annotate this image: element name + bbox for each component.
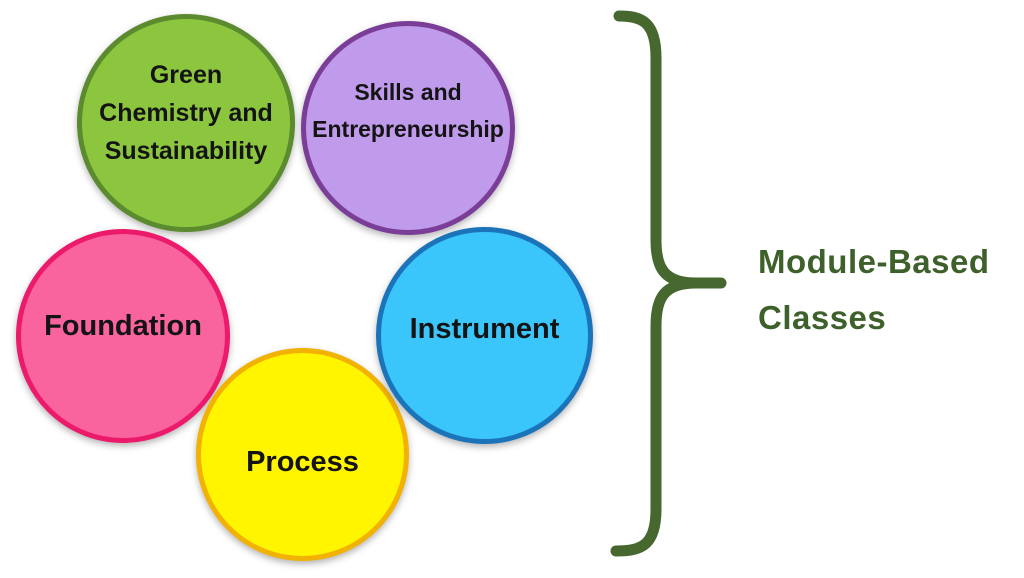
curly-brace-icon xyxy=(610,10,727,557)
circle-label: Green Chemistry and Sustainability xyxy=(99,56,273,170)
circle-label-line: Instrument xyxy=(409,313,560,345)
circle-label-line: Sustainability xyxy=(104,137,268,165)
circle-skills-and-entrepreneurship: Skills and Entrepreneurship xyxy=(301,21,515,235)
circle-foundation: Foundation xyxy=(16,229,230,443)
circle-instrument: Instrument xyxy=(376,227,593,444)
circle-label-line: Chemistry and xyxy=(99,99,273,127)
circle-label: Process xyxy=(246,446,359,479)
circle-process: Process xyxy=(196,348,409,561)
brace-label-line: Module-Based xyxy=(758,243,990,280)
brace-label-line: Classes xyxy=(758,299,887,336)
circle-label: Instrument xyxy=(410,313,560,346)
brace-label: Module-Based Classes xyxy=(758,234,990,346)
circle-label-line: Entrepreneurship xyxy=(312,116,504,142)
circle-label: Skills and Entrepreneurship xyxy=(312,74,504,148)
circle-label: Foundation xyxy=(44,310,202,343)
circle-label-line: Skills and xyxy=(354,79,462,105)
brace-path xyxy=(610,10,727,557)
circle-label-line: Green xyxy=(149,61,223,89)
circle-label-line: Process xyxy=(246,446,359,478)
circle-label-line: Foundation xyxy=(44,309,202,342)
circle-green-chemistry-and-sustainability: Green Chemistry and Sustainability xyxy=(77,14,295,232)
